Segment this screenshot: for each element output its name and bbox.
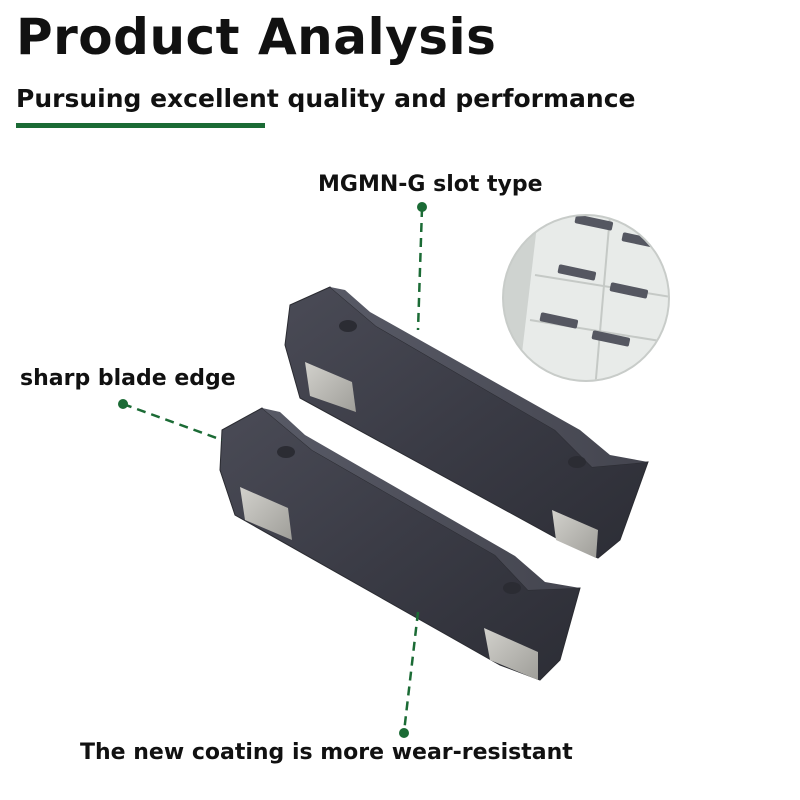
callout-coating: The new coating is more wear-resistant xyxy=(80,740,573,765)
leader-line-blade xyxy=(118,399,223,442)
grooving-insert-lower xyxy=(219,407,581,681)
page-title: Product Analysis xyxy=(16,8,497,66)
page-subtitle: Pursuing excellent quality and performan… xyxy=(16,84,636,113)
callout-slot-type: MGMN-G slot type xyxy=(318,172,543,197)
callout-blade-edge: sharp blade edge xyxy=(20,366,236,391)
grooving-insert-upper xyxy=(284,286,649,559)
packaging-tray-detail xyxy=(502,214,670,382)
leader-line-slot xyxy=(416,202,427,331)
slot-marker-dot-icon xyxy=(417,202,427,212)
title-underline xyxy=(16,123,265,128)
leader-line-coating xyxy=(399,611,420,738)
coating-marker-dot-icon xyxy=(399,728,409,738)
blade-marker-dot-icon xyxy=(118,399,128,409)
